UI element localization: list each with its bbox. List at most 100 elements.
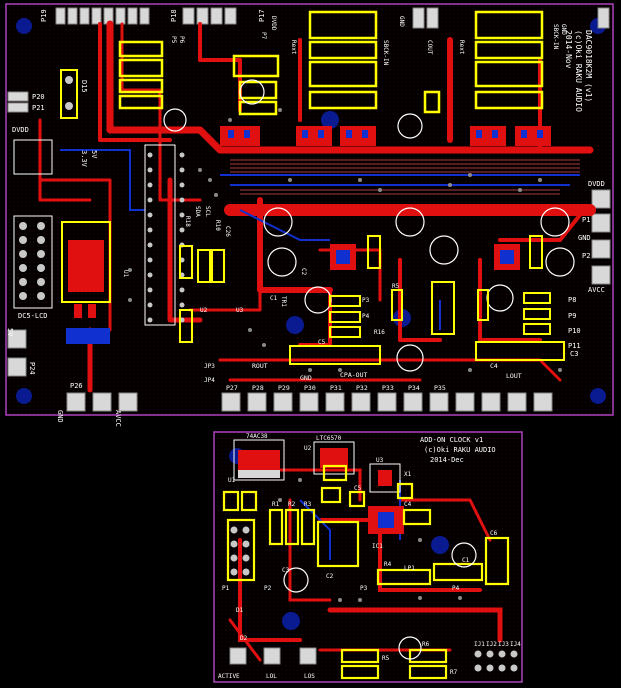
lcd-header xyxy=(13,215,53,309)
label-r5: R5 xyxy=(392,283,400,290)
capacitors xyxy=(163,79,575,372)
label-p20: P20 xyxy=(32,93,45,101)
label-p3: P3 xyxy=(362,297,370,304)
label-sbck-in-2: SBCK-IN xyxy=(552,24,559,50)
clock-bottom-pads xyxy=(229,647,317,665)
clock-title-line-2: (c)Oki RAKU AUDIO xyxy=(424,446,496,454)
clock-headers xyxy=(230,526,518,672)
label-p6: P6 xyxy=(178,36,185,44)
label-p18: P18 xyxy=(170,9,178,22)
label-cpa-out: CPA-OUT xyxy=(340,371,367,379)
label-gnd-top-2: GND xyxy=(560,24,567,35)
label-p32: P32 xyxy=(356,384,368,392)
clock-board-title: ADD-ON CLOCK v1 (c)Oki RAKU AUDIO 2014-D… xyxy=(420,436,496,464)
clock-label-c1: C1 xyxy=(462,557,470,564)
resistor-array xyxy=(179,235,565,365)
label-5v-left: 5V xyxy=(6,328,14,337)
label-p8: P8 xyxy=(568,296,576,304)
jumper-d15 xyxy=(13,69,78,175)
copper-traces-top xyxy=(38,20,596,393)
clock-label-r2: R2 xyxy=(288,501,296,508)
clock-label-c6: C6 xyxy=(490,530,498,537)
label-sbck-in-1: SBCK-IN xyxy=(382,40,389,66)
label-gnd-bottom: GND xyxy=(300,374,312,382)
vias xyxy=(128,108,562,372)
top-labels: P5 P6 P7 DVDD GND SBCK-IN COUT SBCK-IN G… xyxy=(170,16,567,66)
bottom-connectors xyxy=(66,392,553,412)
label-p35: P35 xyxy=(434,384,446,392)
clock-label-r7: R7 xyxy=(450,669,458,676)
top-header-p19 xyxy=(55,7,150,25)
clock-label-u1: U1 xyxy=(228,477,236,484)
label-dc5-lcd: DC5-LCD xyxy=(18,312,48,320)
main-board-silkscreen: P19 P18 P17 P20 P21 DVDD D15 3.3V 5V DC5… xyxy=(6,9,266,427)
clock-label-r4: R4 xyxy=(384,561,392,568)
label-c4: C4 xyxy=(490,362,498,370)
clock-oscillator xyxy=(368,463,404,534)
label-cout: COUT xyxy=(426,40,433,55)
label-d15: D15 xyxy=(80,80,88,93)
clock-board: ADD-ON CLOCK v1 (c)Oki RAKU AUDIO 2014-D… xyxy=(213,431,523,683)
label-p30: P30 xyxy=(304,384,316,392)
label-gnd-bottom-left: GND xyxy=(56,410,64,423)
clock-label-r1: R1 xyxy=(272,501,280,508)
main-board: P19 P18 P17 P20 P21 DVDD D15 3.3V 5V DC5… xyxy=(5,3,614,427)
clock-board-labels: 74AC38 LTC6570 U1 U2 U3 C1 C2 C3 C4 C5 C… xyxy=(218,433,521,680)
clock-capacitors xyxy=(283,542,477,660)
label-p17: P17 xyxy=(258,9,266,22)
clock-label-p4: P4 xyxy=(452,585,460,592)
clock-label-r5: R5 xyxy=(382,655,390,662)
label-jp4: JP4 xyxy=(204,377,215,384)
bottom-labels: P27 P28 P29 P30 P31 P32 P33 P34 P35 LOUT… xyxy=(226,362,522,392)
label-u3: U3 xyxy=(236,307,244,314)
label-3v3: 3.3V xyxy=(80,150,88,168)
clock-title-line-1: ADD-ON CLOCK v1 xyxy=(420,436,483,444)
label-sda: SDA xyxy=(194,206,201,217)
clock-label-r3: R3 xyxy=(304,501,312,508)
label-p34: P34 xyxy=(408,384,420,392)
regulator-u11 xyxy=(61,221,111,344)
label-5v: 5V xyxy=(90,150,98,159)
top-header-p17 xyxy=(412,7,610,29)
label-scl: SCL xyxy=(204,206,211,217)
clock-label-d1: D1 xyxy=(236,607,244,614)
label-c1-main: C1 xyxy=(270,295,278,302)
top-header-p18 xyxy=(182,7,237,25)
clock-label-u3: U3 xyxy=(376,457,384,464)
clock-label-p1: P1 xyxy=(222,585,230,592)
clock-label-ij2: IJ2 xyxy=(486,641,497,648)
clock-label-74ac38: 74AC38 xyxy=(246,433,268,440)
label-p5: P5 xyxy=(170,36,177,44)
label-avcc-right: AVCC xyxy=(588,286,605,294)
label-c5: C5 xyxy=(318,339,326,346)
clock-label-u2: U2 xyxy=(304,445,312,452)
clock-label-lol: LOL xyxy=(266,673,277,680)
clock-label-ij1: IJ1 xyxy=(474,641,485,648)
label-p1-right: P1 xyxy=(582,216,590,224)
label-p7: P7 xyxy=(260,32,267,40)
clock-label-los: LOS xyxy=(304,673,315,680)
copper-traces-bottom xyxy=(60,149,580,330)
right-labels: DVDD P1 GND P2 AVCC P8 P9 P10 P11 C3 xyxy=(568,180,605,358)
clock-label-c5: C5 xyxy=(354,485,362,492)
transistors xyxy=(330,244,520,270)
clock-label-c4: C4 xyxy=(404,501,412,508)
label-c2-main: C2 xyxy=(300,268,307,276)
clock-label-d2: D2 xyxy=(240,635,248,642)
clock-ic-ltc6570 xyxy=(313,441,355,475)
clock-components xyxy=(222,464,510,680)
label-r10: R10 xyxy=(214,220,221,231)
label-p24: P24 xyxy=(28,362,36,375)
label-gnd-right: GND xyxy=(578,234,591,242)
clock-label-x1: X1 xyxy=(404,471,412,478)
main-title-line-1: DAC9018K2M (v1) xyxy=(584,30,593,102)
label-p26: P26 xyxy=(70,382,83,390)
label-r16: R16 xyxy=(374,329,385,336)
label-avcc-bottom-left: AVCC xyxy=(114,410,122,427)
clock-label-active: ACTIVE xyxy=(218,673,240,680)
clock-label-r6: R6 xyxy=(422,641,430,648)
label-c26: C26 xyxy=(224,226,231,237)
label-u2: U2 xyxy=(200,307,208,314)
label-p19: P19 xyxy=(40,9,48,22)
label-p11: P11 xyxy=(568,342,581,350)
